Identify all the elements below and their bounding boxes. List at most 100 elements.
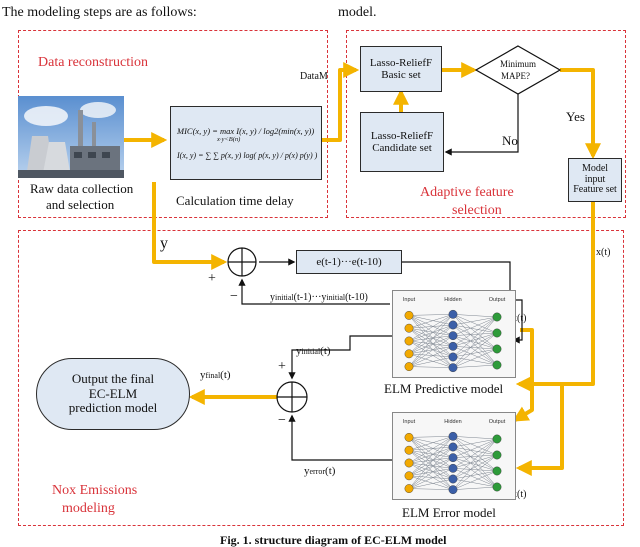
plus-sign-2: +	[278, 359, 286, 374]
err-edge	[408, 462, 454, 469]
err-node-output	[492, 482, 502, 492]
err-node-hidden	[448, 453, 458, 463]
pred-edge	[408, 335, 454, 367]
err-edge	[408, 450, 454, 490]
y-label: y	[160, 235, 168, 252]
figure-caption: Fig. 1. structure diagram of EC-ELM mode…	[220, 533, 447, 547]
pred-edge	[408, 324, 454, 355]
pred-edge	[452, 356, 498, 366]
pred-edge	[452, 346, 498, 366]
err-edge	[452, 470, 498, 480]
pred-edge	[452, 364, 498, 368]
err-edge	[408, 446, 454, 489]
lasso-candidate-set-box: Lasso-ReliefF Candidate set	[360, 112, 444, 172]
err-edge	[408, 478, 454, 489]
pred-edge	[452, 348, 498, 358]
pred-node-output	[492, 360, 502, 370]
pred-edge	[408, 314, 454, 367]
err-edge	[408, 436, 454, 464]
err-node-hidden	[448, 463, 458, 473]
pred-edge	[452, 316, 498, 358]
error-sequence-box: e(t-1)···e(t-10)	[296, 250, 402, 274]
err-edge	[408, 437, 454, 490]
pred-edge	[408, 353, 454, 358]
err-node-output	[492, 434, 502, 444]
calc-time-delay-label: Calculation time delay	[176, 193, 294, 208]
mic-formula-box: MIC(x, y) = max I(x, y) / log2(min(x, y)…	[170, 106, 322, 180]
err-node-input	[404, 433, 414, 442]
lasso-candidate-line2: Candidate set	[372, 142, 432, 154]
err-edge	[452, 446, 498, 456]
pred-edge	[408, 340, 454, 358]
pred-edge	[408, 324, 454, 329]
err-edge	[408, 437, 454, 480]
error-sequence-label: e(t-1)···e(t-10)	[316, 256, 382, 268]
err-edge	[452, 468, 498, 472]
header-text-left: The modeling steps are as follows:	[2, 5, 197, 20]
err-edge	[452, 438, 498, 458]
err-edge	[408, 462, 454, 490]
pred-edge	[408, 335, 454, 342]
err-node-hidden	[448, 485, 458, 495]
err-node-input	[404, 471, 414, 481]
err-layer-head-hidden: Hidden	[444, 419, 461, 425]
err-edge	[452, 454, 498, 458]
pred-node-hidden	[448, 363, 458, 373]
output-line2: EC-ELM	[88, 385, 138, 401]
data-reconstruction-title: Data reconstruction	[38, 55, 149, 70]
model-input-line1: Model	[581, 163, 609, 175]
pred-node-input	[404, 311, 414, 320]
err-edge	[408, 436, 454, 476]
err-edge	[452, 436, 498, 440]
err-edge	[452, 436, 498, 456]
y-error-label: yerror(t)	[304, 465, 336, 477]
pred-edge	[452, 316, 498, 336]
err-node-input	[404, 445, 414, 455]
model-input-feature-box: Model input Feature set	[568, 158, 622, 202]
pred-edge	[408, 315, 454, 347]
model-input-line3: Feature set	[573, 184, 617, 196]
lasso-basic-line2: Basic set	[381, 69, 421, 81]
nox-modeling-region	[18, 230, 624, 526]
pred-node-input	[404, 362, 414, 372]
pred-edge	[408, 327, 454, 336]
adaptive-feature-region	[346, 30, 626, 218]
err-edge	[408, 436, 454, 489]
pred-node-input	[404, 323, 414, 333]
err-edge	[408, 457, 454, 477]
err-edge	[452, 438, 498, 490]
raw-data-label-1: Raw data collection	[30, 181, 134, 196]
pred-node-hidden	[448, 352, 458, 362]
mic-formula-condition: x·y<B(n)	[217, 136, 241, 143]
err-edge	[408, 475, 454, 480]
summation-junction-2	[276, 381, 308, 413]
nox-title-1: Nox Emissions	[52, 483, 138, 498]
minus-sign-2: −	[278, 413, 286, 428]
err-edge	[452, 454, 498, 480]
pred-node-output	[492, 312, 502, 322]
pred-edge	[452, 348, 498, 368]
decision-label-1: Minimum	[500, 59, 537, 69]
pred-edge	[408, 340, 454, 347]
xt-label-error: x(t)	[512, 489, 527, 500]
pred-edge	[452, 346, 498, 350]
err-edge	[408, 436, 454, 451]
pred-edge	[452, 314, 498, 334]
no-label: No	[502, 133, 518, 148]
err-layer-head-output: Output	[489, 419, 506, 425]
pred-edge	[408, 356, 454, 367]
yes-label: Yes	[566, 109, 585, 124]
pred-edge	[408, 335, 454, 355]
err-layer-head-input: Input	[403, 419, 416, 425]
err-edge	[408, 468, 454, 489]
err-node-input	[404, 484, 414, 494]
err-edge	[452, 438, 498, 448]
pred-node-hidden	[448, 320, 458, 330]
pred-node-hidden	[448, 309, 458, 319]
err-edge	[408, 449, 454, 458]
pred-node-output	[492, 328, 502, 338]
pred-edge	[408, 366, 454, 368]
err-edge	[408, 457, 454, 489]
pred-edge	[452, 332, 498, 336]
